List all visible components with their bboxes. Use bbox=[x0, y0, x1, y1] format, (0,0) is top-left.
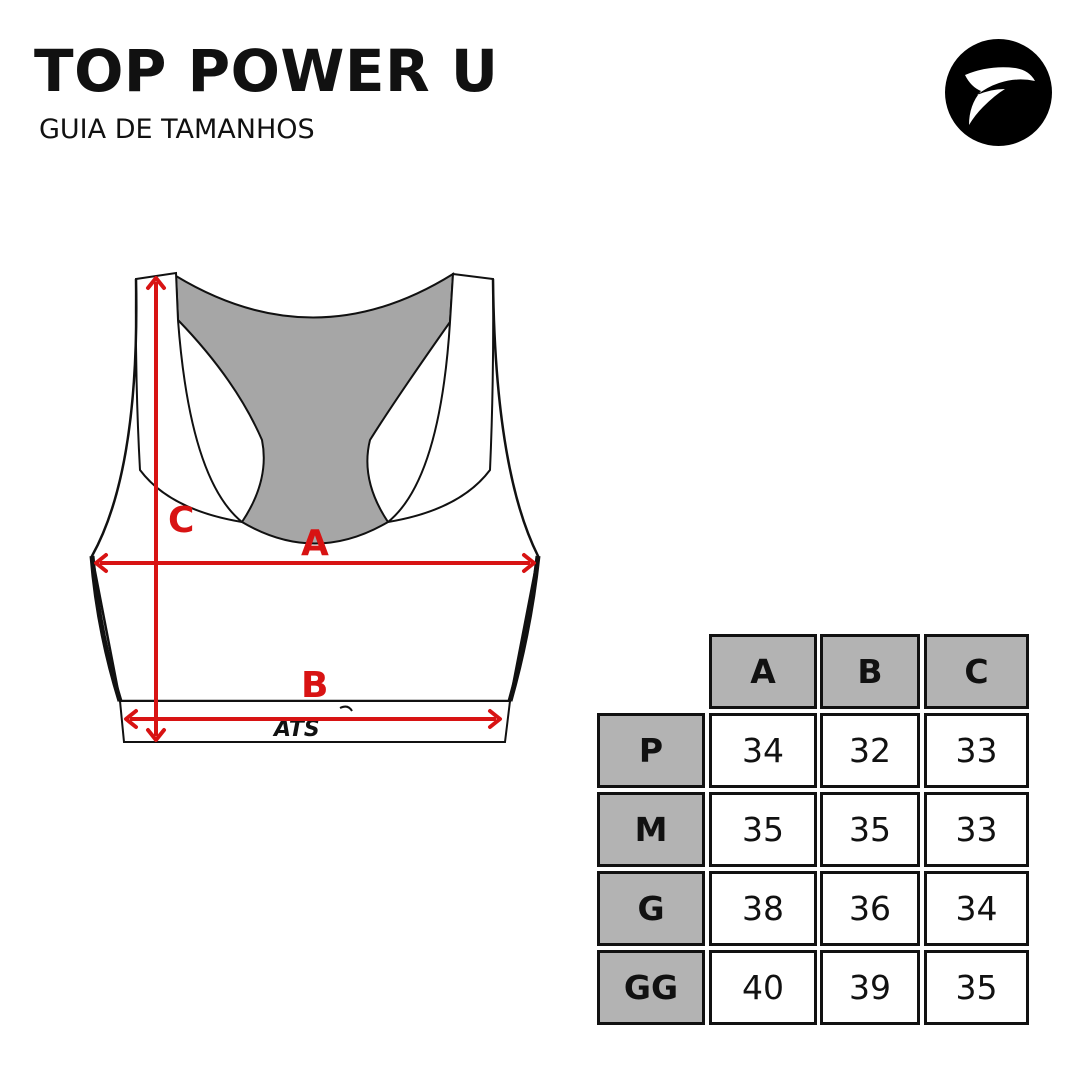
row-header-gg: GG bbox=[597, 950, 705, 1025]
cell-m-c: 33 bbox=[924, 792, 1029, 867]
arrow-b-right-head bbox=[488, 709, 502, 729]
row-header-m: M bbox=[597, 792, 705, 867]
page-title: TOP POWER U bbox=[34, 37, 499, 105]
arrow-a-right-head bbox=[522, 553, 536, 573]
arrow-b-left-head bbox=[124, 709, 138, 729]
brand-swoosh-icon bbox=[339, 705, 353, 712]
cell-gg-a: 40 bbox=[709, 950, 817, 1025]
cell-p-a: 34 bbox=[709, 713, 817, 788]
cell-g-b: 36 bbox=[820, 871, 920, 946]
left-strap bbox=[134, 271, 246, 524]
cell-g-a: 38 bbox=[709, 871, 817, 946]
page-subtitle: GUIA DE TAMANHOS bbox=[39, 114, 315, 145]
waistband bbox=[118, 700, 512, 743]
right-side-seam bbox=[507, 555, 541, 702]
row-header-g: G bbox=[597, 871, 705, 946]
back-panel bbox=[174, 272, 455, 545]
arrow-c-bottom-head bbox=[146, 728, 166, 742]
right-strap bbox=[384, 272, 495, 524]
column-header-b: B bbox=[820, 634, 920, 709]
label-a: A bbox=[301, 523, 329, 564]
waistband-brand: ATS bbox=[272, 717, 320, 742]
label-b: B bbox=[301, 665, 328, 706]
cell-m-b: 35 bbox=[820, 792, 920, 867]
cell-g-c: 34 bbox=[924, 871, 1029, 946]
bird-logo-icon bbox=[945, 39, 1052, 146]
row-header-p: P bbox=[597, 713, 705, 788]
cell-gg-c: 35 bbox=[924, 950, 1029, 1025]
column-header-a: A bbox=[709, 634, 817, 709]
arrow-c-top-head bbox=[146, 276, 166, 290]
column-header-c: C bbox=[924, 634, 1029, 709]
label-c: C bbox=[168, 500, 194, 541]
cell-p-b: 32 bbox=[820, 713, 920, 788]
cell-p-c: 33 bbox=[924, 713, 1029, 788]
arrow-a-left-head bbox=[94, 553, 108, 573]
left-side-seam bbox=[89, 555, 123, 702]
cell-gg-b: 39 bbox=[820, 950, 920, 1025]
cell-m-a: 35 bbox=[709, 792, 817, 867]
